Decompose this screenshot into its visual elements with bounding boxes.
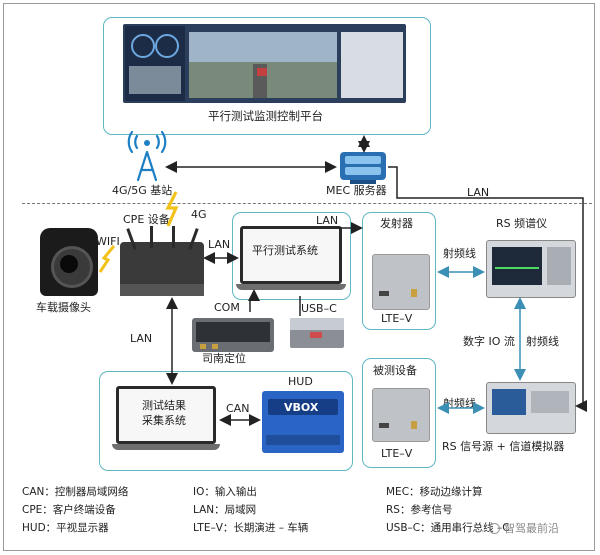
transmitter-device xyxy=(372,254,430,310)
rf-label-3: 射频线 xyxy=(443,397,476,410)
hud-label: HUD xyxy=(288,375,313,388)
gps-label: 司南定位 xyxy=(202,352,246,365)
gps-device-image xyxy=(192,318,274,352)
vbox-device xyxy=(262,391,344,453)
digital-io-label: 数字 IO 流 xyxy=(463,335,515,348)
legend-hud: HUD：平视显示器 xyxy=(22,522,109,534)
legend-ltev: LTE–V：长期演进 – 车辆 xyxy=(193,522,309,534)
results-laptop-screen xyxy=(116,386,216,444)
ltev-label-2: LTE–V xyxy=(381,447,413,460)
signal-generator-image xyxy=(486,382,576,434)
legend-io: IO：输入输出 xyxy=(193,486,257,498)
rf-label-1: 射频线 xyxy=(443,247,476,260)
rs-signal-label: RS 信号源 + 信道模拟器 xyxy=(442,440,565,453)
platform-screen-image xyxy=(123,24,406,103)
vbox-label: VBOX xyxy=(284,401,319,414)
transmitter-label: 发射器 xyxy=(380,217,413,230)
rf-label-2: 射频线 xyxy=(526,335,559,348)
server-icon xyxy=(340,152,386,180)
results-label-line1: 测试结果 xyxy=(142,399,186,412)
legend-mec: MEC：移动边缘计算 xyxy=(386,486,483,498)
watermark-icon xyxy=(489,523,500,534)
fourg-label: 4G xyxy=(191,208,207,221)
camera-image xyxy=(40,228,98,296)
com-label: COM xyxy=(214,301,240,314)
legend-lan: LAN：局域网 xyxy=(193,504,257,516)
dut-device xyxy=(372,388,430,442)
lan-label-cpe: LAN xyxy=(208,238,231,251)
legend-cpe: CPE：客户终端设备 xyxy=(22,504,116,516)
parallel-laptop-base xyxy=(236,284,346,290)
rs-spectrum-label: RS 频谱仪 xyxy=(496,217,548,230)
usbc-label: USB–C xyxy=(301,302,337,315)
wifi-label: WIFI xyxy=(96,235,120,248)
road-image xyxy=(290,318,344,348)
legend-rs: RS：参考信号 xyxy=(386,504,453,516)
can-label: CAN xyxy=(226,402,250,415)
parallel-system-label: 平行测试系统 xyxy=(252,244,318,257)
results-laptop-base xyxy=(112,444,220,450)
legend-can: CAN：控制器局域网络 xyxy=(22,486,129,498)
dashed-separator xyxy=(22,203,592,204)
mec-server-label: MEC 服务器 xyxy=(326,184,387,197)
server-stand xyxy=(350,180,376,184)
parallel-laptop-screen xyxy=(240,226,342,284)
base-station-label: 4G/5G 基站 xyxy=(112,184,173,197)
ltev-label-1: LTE–V xyxy=(381,312,413,325)
lan-label-right: LAN xyxy=(316,214,339,227)
spectrum-analyzer-image xyxy=(486,240,576,298)
platform-label: 平行测试监测控制平台 xyxy=(208,109,323,123)
lan-label-top: LAN xyxy=(467,186,490,199)
camera-label: 车载摄像头 xyxy=(36,301,91,314)
lan-label-left: LAN xyxy=(130,332,153,345)
watermark-text: 智驾最前沿 xyxy=(504,522,559,535)
results-label-line2: 采集系统 xyxy=(142,414,186,427)
legend-usbc: USB–C：通用串行总线 –C xyxy=(386,522,510,534)
dut-label: 被测设备 xyxy=(373,364,417,377)
cpe-router-image xyxy=(120,226,204,296)
cpe-label: CPE 设备 xyxy=(123,213,170,226)
